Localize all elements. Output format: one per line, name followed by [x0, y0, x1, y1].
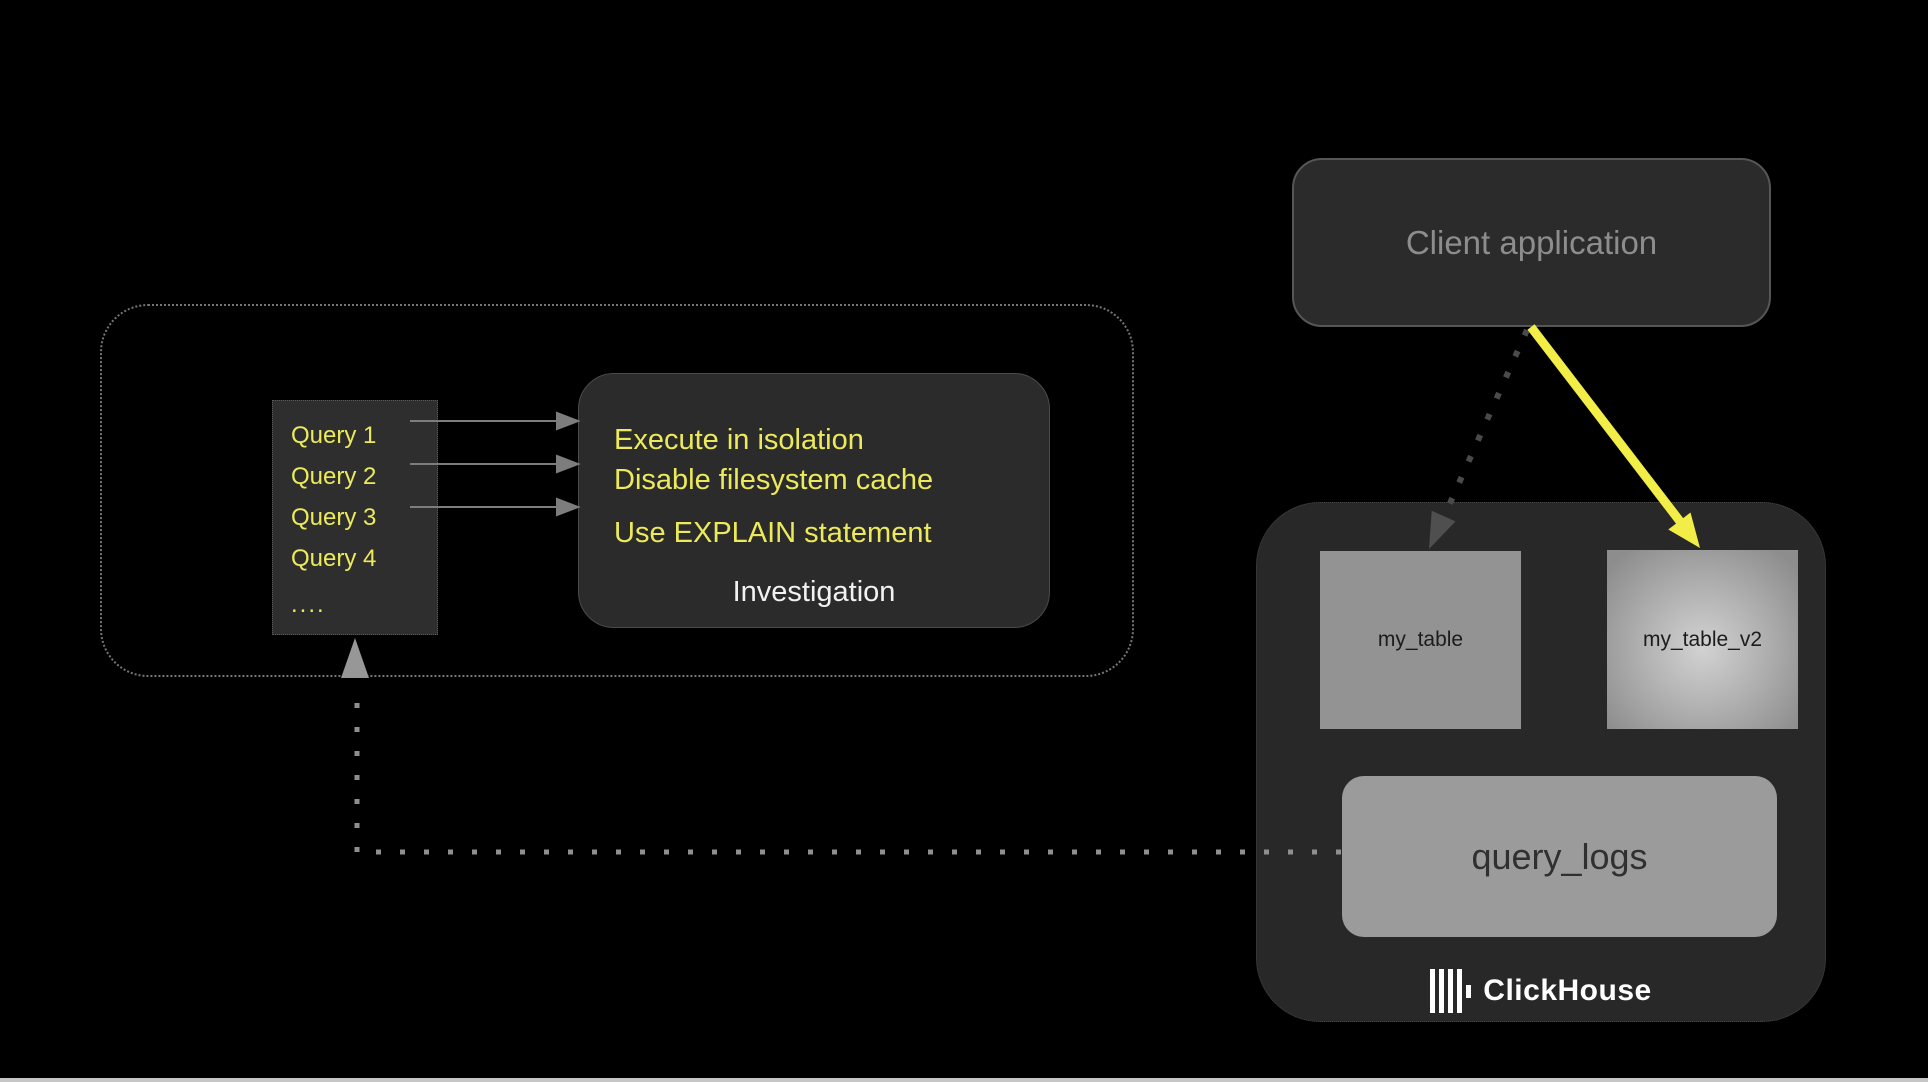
investigation-label: Investigation — [732, 576, 896, 608]
investigation-box: Execute in isolation Disable filesystem … — [578, 373, 1050, 628]
window-bottom-edge — [0, 1078, 1928, 1082]
query-list-item: Query 3 — [291, 504, 377, 531]
clickhouse-server-box: my_table my_table_v2 query_logs ClickHou… — [1256, 502, 1826, 1022]
client-application-label: Client application — [1405, 223, 1658, 261]
tip-disable-fs-cache: Disable filesystem cache — [614, 464, 934, 496]
clickhouse-brand-text: ClickHouse — [1483, 974, 1652, 1007]
investigation-group-outline — [100, 304, 1134, 677]
query-list-item: Query 1 — [291, 422, 377, 449]
tip-use-explain: Use EXPLAIN statement — [614, 517, 932, 549]
client-application-box: Client application — [1292, 158, 1771, 327]
investigation-tips: Execute in isolation Disable filesystem … — [614, 420, 933, 553]
query-logs-box: query_logs — [1342, 776, 1777, 937]
query-list-item: Query 4 — [291, 545, 377, 572]
my-table-v2-box: my_table_v2 — [1607, 550, 1798, 729]
clickhouse-brand: ClickHouse — [1257, 969, 1825, 1013]
query-list-item: Query 2 — [291, 463, 377, 490]
my-table-box: my_table — [1320, 551, 1521, 729]
query-list-ellipsis: .... — [291, 591, 326, 618]
query-list-box: Query 1 Query 2 Query 3 Query 4 .... — [272, 400, 438, 635]
clickhouse-logo-icon — [1430, 969, 1472, 1013]
tip-execute-isolation: Execute in isolation — [614, 424, 864, 456]
